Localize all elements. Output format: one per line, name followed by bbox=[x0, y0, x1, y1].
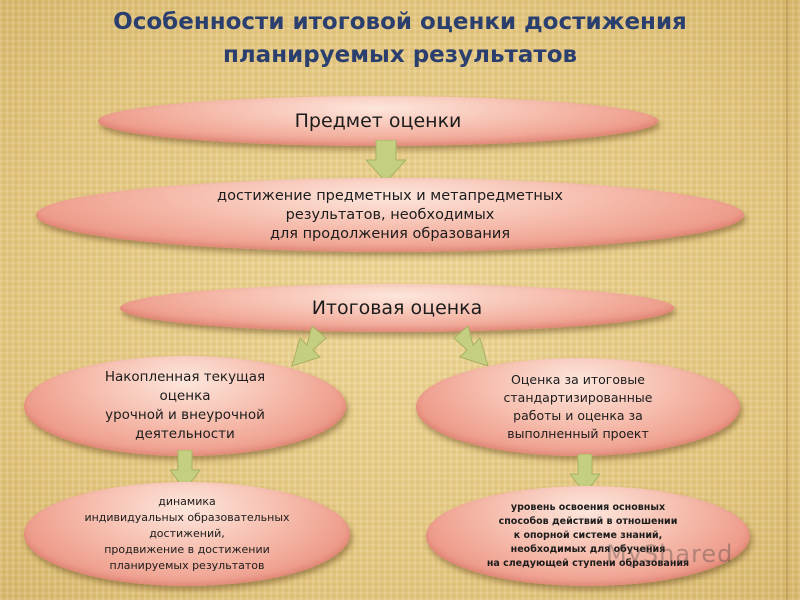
watermark-text: MyShared bbox=[606, 540, 734, 568]
slide-title-line1: Особенности итоговой оценки достижения bbox=[113, 9, 687, 35]
exam-line3: работы и оценка за bbox=[513, 408, 643, 423]
exam-line1: Оценка за итоговые bbox=[511, 372, 645, 387]
accumulated-line1: Накопленная текущая bbox=[104, 369, 266, 385]
dynamics-line3: достижений, bbox=[149, 527, 225, 540]
down-arrow-right-icon bbox=[570, 454, 600, 494]
achievement-oval: достижение предметных и метапредметных р… bbox=[36, 178, 744, 252]
level-line4: необходимых для обучения bbox=[510, 544, 666, 555]
final-assessment-label: Итоговая оценка bbox=[311, 297, 483, 319]
accumulated-line3: урочной и внеурочной bbox=[105, 407, 265, 423]
level-oval: уровень освоения основных способов дейст… bbox=[426, 486, 750, 586]
accumulated-line4: деятельности bbox=[135, 426, 235, 442]
exam-oval: Оценка за итоговые стандартизированные р… bbox=[416, 358, 740, 456]
achievement-line2: результатов, необходимых bbox=[285, 206, 495, 223]
dynamics-oval: динамика индивидуальных образовательных … bbox=[24, 482, 350, 586]
subject-label: Предмет оценки bbox=[294, 110, 462, 132]
diagonal-arrow-right-icon bbox=[453, 326, 489, 367]
achievement-line1: достижение предметных и метапредметных bbox=[217, 187, 563, 204]
final-assessment-oval: Итоговая оценка bbox=[120, 284, 674, 332]
dynamics-line5: планируемых результатов bbox=[109, 559, 265, 572]
down-arrow-icon bbox=[366, 140, 406, 182]
level-line3: к опорной системе знаний, bbox=[513, 530, 663, 541]
exam-line4: выполненный проект bbox=[507, 426, 649, 441]
watermark: MyShared bbox=[606, 540, 733, 568]
slide-title: Особенности итоговой оценки достижения п… bbox=[0, 6, 800, 72]
dynamics-line4: продвижение в достижении bbox=[104, 543, 270, 556]
decorative-edge-line bbox=[786, 0, 788, 600]
accumulated-line2: оценка bbox=[159, 388, 211, 404]
accumulated-oval: Накопленная текущая оценка урочной и вне… bbox=[24, 356, 346, 456]
subject-oval: Предмет оценки bbox=[98, 96, 658, 146]
diagonal-arrow-left-icon bbox=[291, 326, 327, 367]
level-line2: способов действий в отношении bbox=[498, 516, 678, 527]
slide-title-line2: планируемых результатов bbox=[222, 42, 578, 68]
level-line1: уровень освоения основных bbox=[510, 502, 666, 513]
dynamics-line1: динамика bbox=[158, 495, 216, 508]
achievement-line3: для продолжения образования bbox=[269, 225, 511, 242]
dynamics-line2: индивидуальных образовательных bbox=[84, 511, 290, 524]
exam-line2: стандартизированные bbox=[503, 390, 653, 405]
level-line5: на следующей ступени образования bbox=[486, 558, 690, 569]
down-arrow-left-icon bbox=[170, 450, 200, 490]
